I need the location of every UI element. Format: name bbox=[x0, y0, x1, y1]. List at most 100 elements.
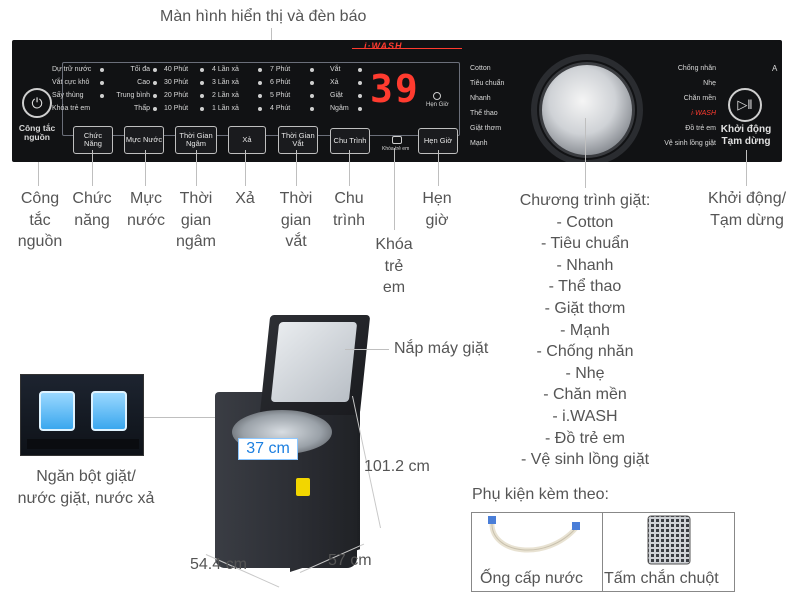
indicator-dot bbox=[100, 68, 104, 72]
program-item: - Vệ sinh lồng giặt bbox=[520, 451, 650, 469]
detergent-callout: Ngăn bột giặt/ nước giặt, nước xả bbox=[17, 468, 155, 507]
spin-time-button[interactable]: Thời Gian Vắt bbox=[278, 126, 318, 154]
indicator-label: 4 Lần xả bbox=[212, 66, 239, 73]
rinse-callout: Xả bbox=[235, 190, 255, 207]
indicator-col5: 7 Phút 6 Phút 5 Phút 4 Phút bbox=[270, 66, 290, 118]
leader-line bbox=[394, 148, 395, 230]
program-dial-ring bbox=[531, 54, 643, 162]
indicator-dot bbox=[200, 107, 204, 111]
rinse-button[interactable]: Xả bbox=[228, 126, 266, 154]
leader-line bbox=[144, 417, 240, 418]
indicator-label: 40 Phút bbox=[164, 66, 189, 73]
indicator-label: 3 Lần xả bbox=[212, 79, 239, 86]
dial-program-label: Đồ trẻ em bbox=[685, 125, 716, 132]
dial-program-label: Nhẹ bbox=[703, 80, 716, 87]
program-item: - Đồ trẻ em bbox=[544, 429, 625, 447]
indicator-label: 20 Phút bbox=[164, 92, 189, 99]
program-item: - Chăn mền bbox=[543, 386, 627, 404]
indicator-dot bbox=[358, 107, 362, 111]
indicator-dot bbox=[258, 107, 262, 111]
drawer-compartment bbox=[91, 391, 127, 431]
child-lock-callout: Khóa trẻ em bbox=[375, 236, 413, 297]
indicator-dots bbox=[310, 68, 314, 111]
indicator-dot bbox=[100, 81, 104, 85]
indicator-label: Khóa trẻ em bbox=[52, 105, 91, 112]
brand-logo: i·WASH bbox=[364, 41, 403, 51]
indicator-label: 1 Lần xả bbox=[212, 105, 239, 112]
leader-line bbox=[345, 349, 389, 350]
indicator-label: Tối đa bbox=[130, 66, 150, 73]
display-title: Màn hình hiển thị và đèn báo bbox=[160, 8, 367, 25]
play-pause-icon: ▷‖ bbox=[737, 97, 753, 112]
child-lock-small-label: Khóa trẻ em bbox=[382, 146, 410, 152]
program-item: - Mạnh bbox=[560, 321, 610, 339]
cycle-button[interactable]: Chu Trình bbox=[330, 128, 370, 154]
power-button[interactable]: ⏻ bbox=[22, 88, 52, 118]
indicator-label: Dự trữ nước bbox=[52, 66, 92, 73]
lid-callout: Nắp máy giặt bbox=[394, 340, 489, 357]
drawer-strip bbox=[27, 439, 139, 449]
timer-button[interactable]: Hẹn Giờ bbox=[418, 128, 458, 154]
indicator-dot bbox=[153, 68, 157, 72]
panel-edge-text: A bbox=[772, 64, 778, 73]
cycle-callout: Chu trình bbox=[332, 190, 365, 229]
program-item: - Cotton bbox=[556, 213, 614, 231]
indicator-label: 7 Phút bbox=[270, 66, 291, 73]
dial-left-labels: Cotton Tiêu chuẩn Nhanh Thể thao Giặt th… bbox=[470, 65, 504, 155]
program-dial[interactable] bbox=[539, 62, 635, 158]
indicator-label: Vắt bbox=[330, 66, 341, 73]
indicator-dot bbox=[200, 68, 204, 72]
indicator-label: Xả bbox=[330, 79, 339, 86]
detergent-drawer-photo bbox=[20, 374, 144, 456]
leader-line bbox=[746, 150, 747, 186]
indicator-dots bbox=[200, 68, 204, 111]
dial-program-label: Vệ sinh lồng giặt bbox=[664, 140, 716, 147]
indicator-col1: Dự trữ nước Vắt cực khô Sấy thùng Khóa t… bbox=[52, 66, 91, 118]
indicator-dots bbox=[258, 68, 262, 111]
indicator-label: 2 Lần xả bbox=[212, 92, 239, 99]
timer-callout: Hẹn giờ bbox=[422, 190, 452, 229]
dial-program-label: Thể thao bbox=[470, 110, 498, 117]
indicator-label: 10 Phút bbox=[164, 105, 189, 112]
energy-label-sticker bbox=[296, 478, 310, 496]
function-button[interactable]: Chức Năng bbox=[73, 126, 113, 154]
indicator-dot bbox=[258, 94, 262, 98]
indicator-label: Sấy thùng bbox=[52, 92, 84, 99]
spin-time-callout: Thời gian vắt bbox=[279, 190, 313, 251]
indicator-dot bbox=[200, 94, 204, 98]
water-level-button[interactable]: Mực Nước bbox=[124, 126, 164, 154]
timer-indicator-label: Hẹn Giờ bbox=[426, 102, 449, 108]
dial-program-label: Chăn mền bbox=[683, 95, 716, 102]
leader-line bbox=[296, 150, 297, 186]
dial-program-label: Giặt thơm bbox=[470, 125, 502, 132]
accessories-title: Phụ kiện kèm theo: bbox=[472, 486, 609, 503]
indicator-label: Cao bbox=[137, 79, 150, 86]
dial-program-label: Nhanh bbox=[470, 95, 491, 102]
program-list-title: Chương trình giặt: bbox=[519, 192, 651, 209]
indicator-dot bbox=[358, 81, 362, 85]
dial-program-label: Tiêu chuẩn bbox=[470, 80, 505, 87]
start-pause-button[interactable]: ▷‖ bbox=[728, 88, 762, 122]
clock-icon bbox=[433, 92, 441, 100]
dial-right-labels: Chống nhăn Nhẹ Chăn mền i·WASH Đồ trẻ em… bbox=[648, 65, 716, 155]
accessory-label: Tấm chắn chuột bbox=[604, 570, 719, 587]
indicator-dots bbox=[358, 68, 362, 111]
indicator-label: 6 Phút bbox=[270, 79, 291, 86]
lock-icon bbox=[392, 136, 402, 144]
indicator-dot bbox=[100, 94, 104, 98]
indicator-dot bbox=[310, 94, 314, 98]
dial-program-label: Cotton bbox=[470, 65, 491, 72]
program-list: Chương trình giặt: - Cotton - Tiêu chuẩn… bbox=[505, 190, 665, 471]
indicator-dots bbox=[100, 68, 104, 98]
indicator-dot bbox=[310, 68, 314, 72]
start-pause-callout: Khởi động/ Tạm dừng bbox=[707, 190, 787, 229]
program-item: - Tiêu chuẩn bbox=[540, 235, 630, 253]
accessories-divider bbox=[602, 512, 603, 592]
leader-line bbox=[349, 150, 350, 186]
leader-line bbox=[438, 150, 439, 186]
leader-line bbox=[38, 162, 39, 186]
depth-label: 57 cm bbox=[328, 552, 372, 569]
program-item: - Thể thao bbox=[548, 278, 622, 296]
start-pause-panel-label: Khởi động Tạm dừng bbox=[720, 124, 772, 147]
indicator-dot bbox=[200, 81, 204, 85]
